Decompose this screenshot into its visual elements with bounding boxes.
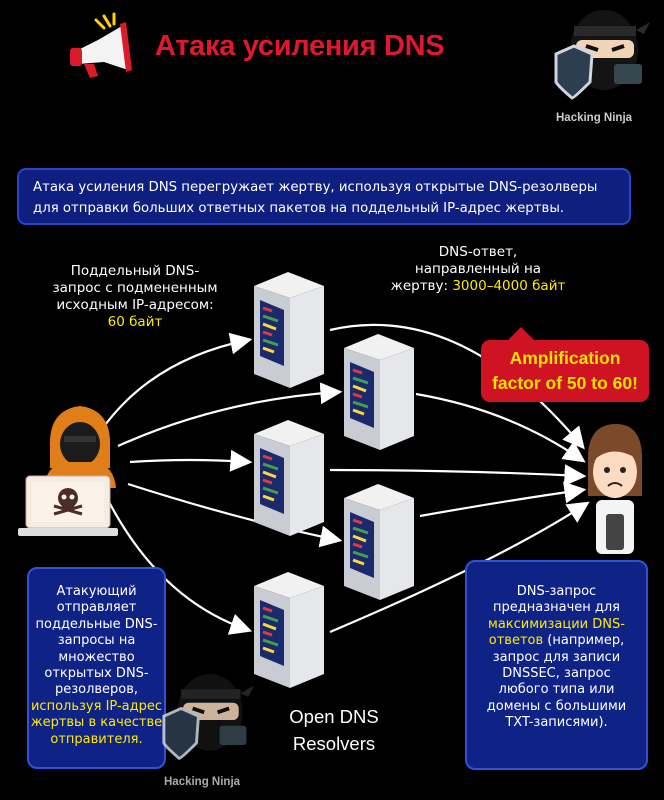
ninja-logo-icon bbox=[162, 673, 255, 760]
request-size: 60 байт bbox=[107, 314, 163, 330]
skull-laptop-icon bbox=[18, 475, 118, 536]
dns-response-label: DNS-ответ, направленный на жертву: 3000–… bbox=[390, 244, 566, 294]
brand-label: Hacking Ninja bbox=[556, 112, 633, 124]
brand-label: Hacking Ninja bbox=[164, 776, 241, 788]
dns-server-icon bbox=[344, 484, 414, 600]
megaphone-icon bbox=[70, 12, 132, 78]
victim-person-icon bbox=[587, 424, 643, 554]
dns-query-description-box: DNS-запрос предназначен для максимизации… bbox=[465, 560, 648, 770]
attacker-description-box: Атакующий отправляет поддельные DNS- зап… bbox=[27, 567, 166, 769]
page-title: Атака усиления DNS bbox=[155, 30, 445, 62]
amplification-callout: Amplification factor of 50 to 60! bbox=[481, 327, 649, 402]
spoofed-request-label: Поддельный DNS- запрос с подмененным исх… bbox=[40, 263, 230, 331]
dns-server-icon bbox=[254, 420, 324, 536]
dns-server-icon bbox=[344, 334, 414, 450]
dns-server-icon bbox=[254, 572, 324, 688]
response-size: 3000–4000 байт bbox=[452, 278, 566, 294]
ninja-logo-icon bbox=[554, 10, 650, 100]
open-dns-resolvers-label: Open DNS Resolvers bbox=[289, 706, 379, 754]
dns-server-icon bbox=[254, 272, 324, 388]
intro-box: Атака усиления DNS перегружает жертву, и… bbox=[17, 168, 631, 225]
